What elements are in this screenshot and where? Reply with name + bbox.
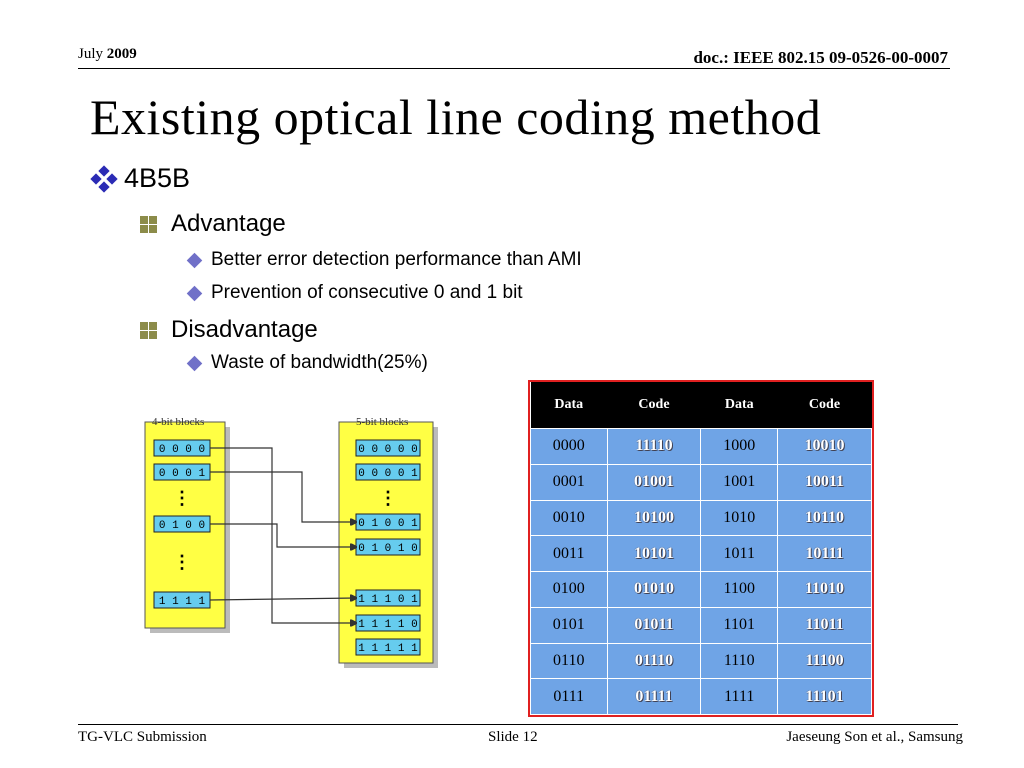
diamond-bullet-icon bbox=[186, 252, 203, 268]
left-panel-label: 4-bit blocks bbox=[152, 416, 204, 428]
data-cell: 1111 bbox=[700, 678, 778, 715]
left-ellipsis-2: ⋮ bbox=[173, 554, 191, 574]
col-header-data-1: Data bbox=[530, 382, 607, 429]
bullet-4b5b: 4B5B bbox=[90, 163, 191, 194]
data-cell: 1100 bbox=[700, 571, 778, 608]
bullet-adv-item-2: Prevention of consecutive 0 and 1 bit bbox=[186, 282, 523, 304]
code-cell: 11101 bbox=[776, 678, 873, 715]
right-panel-label: 5-bit blocks bbox=[356, 416, 408, 428]
footer-divider bbox=[78, 724, 958, 725]
data-cell: 0111 bbox=[530, 678, 608, 715]
adv-item-1-text: Better error detection performance than … bbox=[211, 249, 582, 270]
code-cell: 11100 bbox=[776, 642, 873, 680]
four-diamond-bullet-icon bbox=[90, 164, 118, 193]
right-block-11110-label: 1 1 1 1 0 bbox=[358, 619, 417, 631]
right-block-11111-label: 1 1 1 1 1 bbox=[358, 643, 418, 655]
data-cell: 1110 bbox=[700, 642, 778, 680]
slide-title: Existing optical line coding method bbox=[90, 89, 822, 145]
right-block-01001-label: 0 1 0 0 1 bbox=[358, 518, 418, 530]
bullet-advantage-label: Advantage bbox=[171, 210, 286, 237]
col-header-code-1: Code bbox=[607, 382, 701, 429]
block-mapping-diagram: 4-bit blocks 5-bit blocks 0 0 0 0 0 0 0 … bbox=[144, 416, 438, 668]
header-month: July bbox=[78, 46, 104, 62]
code-cell: 10010 bbox=[776, 428, 873, 465]
footer-slide-number: Slide 12 bbox=[488, 729, 538, 745]
col-header-code-2: Code bbox=[777, 382, 872, 429]
bullet-disadvantage-label: Disadvantage bbox=[171, 316, 318, 343]
header-date: July 2009 bbox=[78, 46, 137, 63]
code-cell: 10111 bbox=[776, 535, 873, 572]
code-cell: 10011 bbox=[776, 463, 873, 501]
right-block-00001-label: 0 0 0 0 1 bbox=[358, 468, 418, 480]
right-block-11101-label: 1 1 1 0 1 bbox=[358, 594, 418, 606]
data-cell: 0011 bbox=[530, 535, 608, 572]
right-ellipsis: ⋮ bbox=[379, 490, 397, 510]
bullet-4b5b-label: 4B5B bbox=[124, 163, 191, 193]
diamond-bullet-icon bbox=[186, 285, 203, 301]
data-cell: 1010 bbox=[700, 499, 778, 537]
data-cell: 1011 bbox=[700, 535, 778, 572]
header-year: 2009 bbox=[106, 46, 137, 62]
data-cell: 0001 bbox=[530, 463, 608, 501]
code-cell: 11011 bbox=[776, 606, 873, 644]
footer-right: Jaeseung Son et al., Samsung bbox=[786, 729, 963, 745]
bullet-advantage: Advantage bbox=[140, 210, 286, 238]
data-cell: 1001 bbox=[700, 463, 778, 501]
square-bullet-icon bbox=[140, 321, 157, 339]
mapping-arrows bbox=[209, 447, 356, 623]
bullet-disadvantage: Disadvantage bbox=[140, 316, 318, 344]
bullet-adv-item-1: Better error detection performance than … bbox=[186, 249, 582, 271]
header-doc-id: doc.: IEEE 802.15 09-0526-00-0007 bbox=[693, 48, 948, 67]
data-cell: 1101 bbox=[700, 606, 778, 644]
data-cell: 0010 bbox=[530, 499, 608, 537]
left-block-0000-label: 0 0 0 0 bbox=[159, 444, 205, 456]
code-cell: 10110 bbox=[776, 499, 873, 537]
left-block-0001-label: 0 0 0 1 bbox=[159, 468, 206, 480]
table-header-row: Data Code Data Code bbox=[530, 382, 872, 429]
code-cell: 10101 bbox=[606, 535, 702, 572]
bullet-dis-item-1: Waste of bandwidth(25%) bbox=[186, 352, 428, 374]
square-bullet-icon bbox=[140, 215, 157, 233]
code-cell: 10100 bbox=[606, 499, 702, 537]
adv-item-2-text: Prevention of consecutive 0 and 1 bit bbox=[211, 282, 523, 303]
code-cell: 01110 bbox=[606, 642, 702, 680]
right-block-00001 bbox=[355, 463, 421, 481]
data-cell: 0000 bbox=[530, 428, 608, 465]
data-cell: 0100 bbox=[530, 571, 608, 608]
data-cell: 1000 bbox=[700, 428, 778, 465]
code-cell: 01010 bbox=[606, 571, 702, 608]
data-cell: 0101 bbox=[530, 606, 608, 644]
left-block-0100-label: 0 1 0 0 bbox=[159, 520, 205, 532]
left-block-1111-label: 1 1 1 1 bbox=[159, 596, 206, 608]
right-block-01010-label: 0 1 0 1 0 bbox=[358, 543, 417, 555]
dis-item-1-text: Waste of bandwidth(25%) bbox=[211, 352, 428, 373]
left-ellipsis-1: ⋮ bbox=[173, 490, 191, 510]
code-cell: 11110 bbox=[606, 428, 702, 465]
code-cell: 11010 bbox=[776, 571, 873, 608]
right-block-00000-label: 0 0 0 0 0 bbox=[358, 444, 417, 456]
right-block-00000 bbox=[355, 439, 421, 457]
right-block-11111 bbox=[355, 638, 421, 656]
col-header-data-2: Data bbox=[700, 382, 778, 429]
header-divider bbox=[78, 68, 950, 69]
footer-left: TG-VLC Submission bbox=[78, 729, 207, 745]
diamond-bullet-icon bbox=[186, 355, 203, 371]
data-cell: 0110 bbox=[530, 642, 608, 680]
code-cell: 01001 bbox=[606, 463, 702, 501]
code-cell: 01111 bbox=[606, 678, 702, 715]
code-cell: 01011 bbox=[606, 606, 702, 644]
